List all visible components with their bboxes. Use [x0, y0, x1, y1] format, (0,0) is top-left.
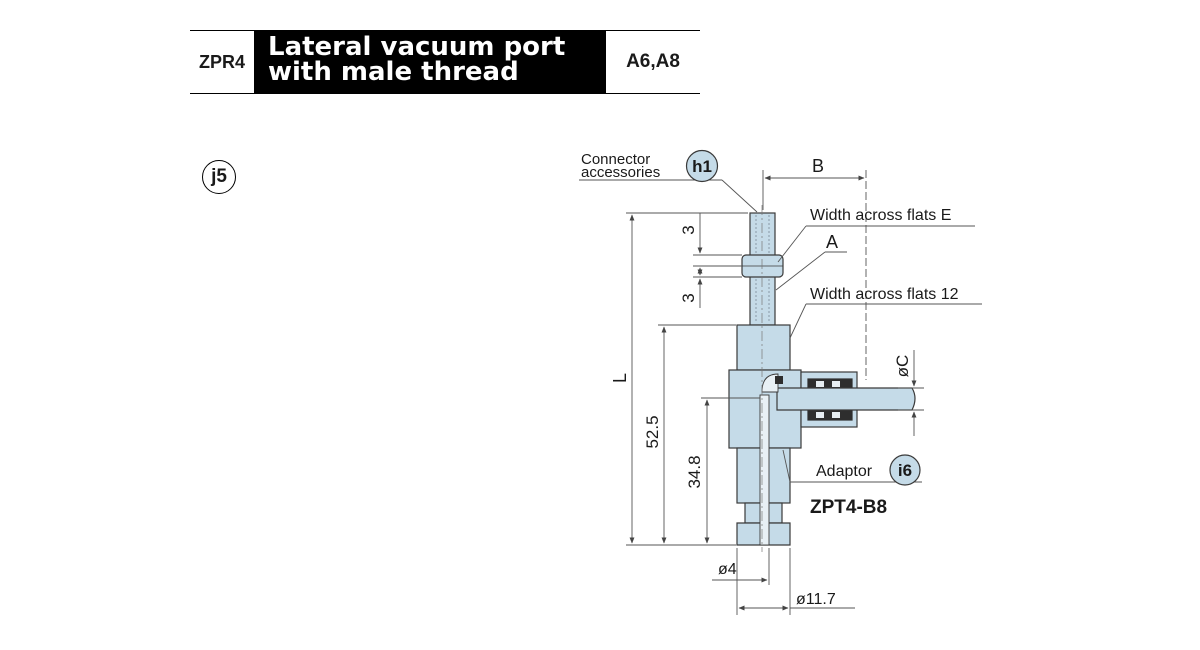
dimension-lines [626, 170, 924, 615]
dim-oc-label: øC [893, 355, 912, 378]
dim-a-label: A [826, 232, 838, 252]
width-flats-12-label: Width across flats 12 [810, 286, 959, 303]
dim-3-bottom: 3 [679, 293, 698, 302]
part-body [728, 212, 916, 546]
dim-3-top: 3 [679, 225, 698, 234]
title-header: ZPR4 Lateral vacuum port with male threa… [190, 30, 700, 94]
connector-badge: h1 [692, 157, 712, 176]
dim-b-label: B [812, 156, 824, 176]
dim-o11-7-label: ø11.7 [796, 591, 836, 608]
connector-badge-circle [685, 149, 719, 183]
section-badge: j5 [202, 160, 236, 194]
hex-body [736, 324, 791, 371]
model-code: ZPR4 [198, 51, 245, 72]
dim-l-label: L [610, 373, 630, 383]
dim-52-5-label: 52.5 [643, 415, 662, 448]
adaptor-badge-circle [889, 454, 921, 486]
adaptor-badge: i6 [898, 461, 912, 480]
adaptor-model: ZPT4-B8 [810, 497, 887, 518]
product-title-line1: Lateral vacuum port [268, 32, 566, 62]
product-title: Lateral vacuum port with male thread [254, 31, 606, 93]
connector-label-line1: Connector [581, 151, 650, 168]
vertical-passage [759, 394, 770, 546]
dim-o4-label: ø4 [718, 561, 737, 578]
size-codes: A6,A8 [626, 51, 680, 72]
dim-34-8-label: 34.8 [685, 455, 704, 488]
adaptor-label: Adaptor [816, 463, 873, 480]
connector-label-line2: accessories [581, 164, 660, 181]
product-title-line2: with male thread [268, 57, 519, 87]
tube [776, 387, 916, 411]
width-flats-e-label: Width across flats E [810, 207, 951, 224]
